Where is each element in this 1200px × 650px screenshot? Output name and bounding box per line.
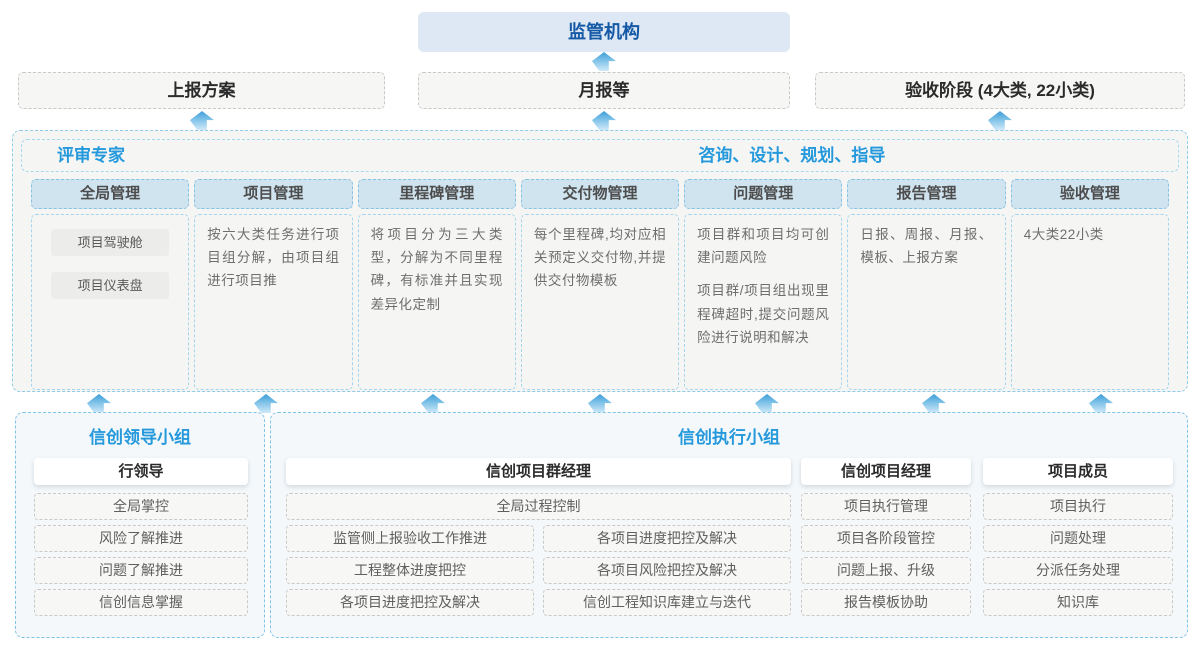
up-arrow-icon — [755, 394, 779, 413]
role-program-manager: 信创项目群经理 — [286, 458, 791, 485]
acceptance-stage-box: 验收阶段 (4大类, 22小类) — [815, 72, 1185, 109]
column-milestone-management: 里程碑管理 将项目分为三大类型，分解为不同里程碑，有标准并且实现差异化定制 — [357, 179, 516, 390]
list-item: 信创信息掌握 — [34, 589, 248, 616]
column-project-management: 项目管理 按六大类任务进行项目组分解，由项目组进行项目推 — [194, 179, 353, 390]
up-arrow-icon — [421, 394, 445, 413]
issue-paragraph: 项目群/项目组出现里程碑超时,提交问题风险进行说明和解决 — [697, 283, 830, 345]
up-arrow-icon — [254, 394, 278, 413]
chip-project-dashboard: 项目仪表盘 — [51, 272, 170, 299]
column-header: 验收管理 — [1010, 179, 1169, 209]
regulator-box: 监管机构 — [418, 12, 790, 52]
review-experts-label: 评审专家 — [57, 146, 125, 165]
column-header: 全局管理 — [31, 179, 190, 209]
column-global-management: 全局管理 项目驾驶舱 项目仪表盘 — [31, 179, 190, 390]
column-header: 交付物管理 — [520, 179, 680, 209]
column-body: 日报、周报、月报、模板、上报方案 — [847, 214, 1006, 390]
column-body: 4大类22小类 — [1010, 214, 1169, 390]
management-panel: 评审专家 咨询、设计、规划、指导 全局管理 项目驾驶舱 项目仪表盘 项目管理 按… — [12, 130, 1188, 392]
column-header: 里程碑管理 — [357, 179, 516, 209]
up-arrow-icon — [988, 111, 1012, 130]
list-item: 全局掌控 — [34, 493, 248, 520]
up-arrow-icon — [190, 111, 214, 130]
role-project-member: 项目成员 — [983, 458, 1173, 485]
issue-paragraph: 项目群和项目均可创建问题风险 — [697, 227, 830, 266]
column-report-management: 报告管理 日报、周报、月报、模板、上报方案 — [847, 179, 1006, 390]
management-columns: 全局管理 项目驾驶舱 项目仪表盘 项目管理 按六大类任务进行项目组分解，由项目组… — [31, 179, 1169, 390]
list-item: 信创工程知识库建立与迭代 — [543, 589, 791, 616]
chip-project-cockpit: 项目驾驶舱 — [51, 229, 170, 256]
list-item: 项目执行管理 — [801, 493, 971, 520]
report-plan-box: 上报方案 — [18, 72, 385, 109]
column-issue-management: 问题管理 项目群和项目均可创建问题风险 项目群/项目组出现里程碑超时,提交问题风… — [684, 179, 843, 390]
list-item: 工程整体进度把控 — [286, 557, 534, 584]
execution-group-title: 信创执行小组 — [678, 428, 780, 447]
column-body: 项目驾驶舱 项目仪表盘 — [31, 214, 190, 390]
list-item: 分派任务处理 — [983, 557, 1173, 584]
up-arrow-icon — [592, 111, 616, 130]
consulting-label: 咨询、设计、规划、指导 — [698, 146, 886, 165]
list-item: 各项目进度把控及解决 — [543, 525, 791, 552]
list-item: 问题处理 — [983, 525, 1173, 552]
up-arrow-icon — [588, 394, 612, 413]
up-arrow-icon — [922, 394, 946, 413]
column-body: 将项目分为三大类型，分解为不同里程碑，有标准并且实现差异化定制 — [357, 214, 516, 390]
list-item: 报告模板协助 — [801, 589, 971, 616]
execution-group-box: 信创执行小组 信创项目群经理 全局过程控制 监管侧上报验收工作推进 工程整体进度… — [270, 412, 1188, 638]
list-item: 各项目风险把控及解决 — [543, 557, 791, 584]
list-item: 问题了解推进 — [34, 557, 248, 584]
list-item: 监管侧上报验收工作推进 — [286, 525, 534, 552]
review-panel-strip: 评审专家 咨询、设计、规划、指导 — [21, 139, 1179, 172]
list-item: 项目执行 — [983, 493, 1173, 520]
column-header: 报告管理 — [847, 179, 1006, 209]
list-item: 知识库 — [983, 589, 1173, 616]
column-body: 按六大类任务进行项目组分解，由项目组进行项目推 — [194, 214, 353, 390]
column-header: 项目管理 — [194, 179, 353, 209]
list-item: 项目各阶段管控 — [801, 525, 971, 552]
leadership-group-box: 信创领导小组 行领导 全局掌控 风险了解推进 问题了解推进 信创信息掌握 — [15, 412, 265, 638]
list-item: 风险了解推进 — [34, 525, 248, 552]
list-item: 问题上报、升级 — [801, 557, 971, 584]
up-arrow-icon — [1089, 394, 1113, 413]
column-acceptance-management: 验收管理 4大类22小类 — [1010, 179, 1169, 390]
up-arrow-icon — [592, 52, 616, 71]
column-header: 问题管理 — [684, 179, 843, 209]
list-item: 各项目进度把控及解决 — [286, 589, 534, 616]
role-project-manager: 信创项目经理 — [801, 458, 971, 485]
column-body: 每个里程碑,均对应相关预定义交付物,并提供交付物模板 — [520, 214, 680, 390]
leadership-group-title: 信创领导小组 — [89, 428, 191, 447]
column-body: 项目群和项目均可创建问题风险 项目群/项目组出现里程碑超时,提交问题风险进行说明… — [684, 214, 843, 390]
up-arrow-icon — [87, 394, 111, 413]
list-item: 全局过程控制 — [286, 493, 791, 520]
column-deliverable-management: 交付物管理 每个里程碑,均对应相关预定义交付物,并提供交付物模板 — [520, 179, 680, 390]
monthly-report-box: 月报等 — [418, 72, 790, 109]
role-bank-leader: 行领导 — [34, 458, 248, 485]
